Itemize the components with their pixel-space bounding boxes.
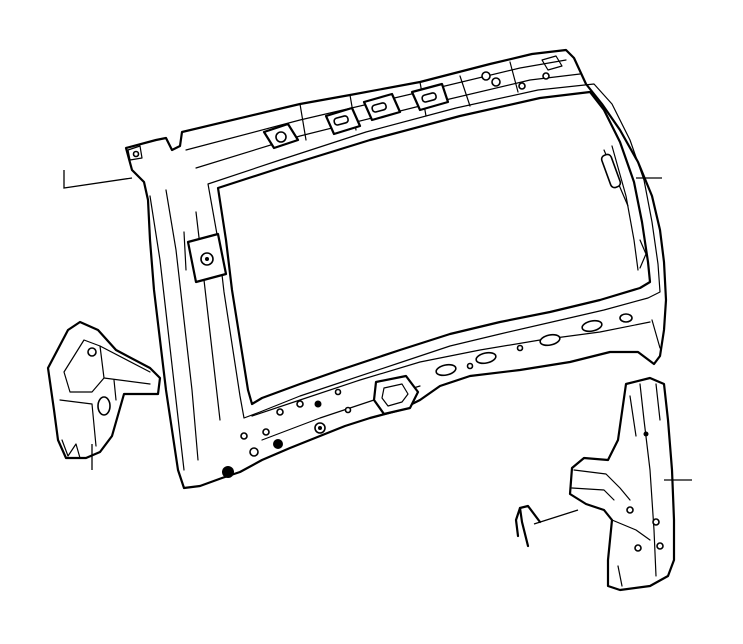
- left-bracket: [46, 320, 162, 460]
- right-bracket: [568, 376, 676, 592]
- bottom-rail-slots: [435, 313, 633, 377]
- top-rail-pad-3: [362, 92, 402, 122]
- bottom-rail-opening: [372, 374, 420, 416]
- top-rail-pad-4: [410, 82, 450, 112]
- left-pillar-bracket: [186, 232, 228, 284]
- callout-clip: [533, 509, 579, 525]
- top-rail-pad-2: [324, 106, 362, 136]
- callout-frame-top-left: [63, 170, 133, 189]
- lower-left-holes: [222, 400, 326, 478]
- clip: [514, 504, 542, 548]
- radiator-support-frame: [124, 48, 668, 490]
- top-rail-pad-1: [262, 122, 300, 150]
